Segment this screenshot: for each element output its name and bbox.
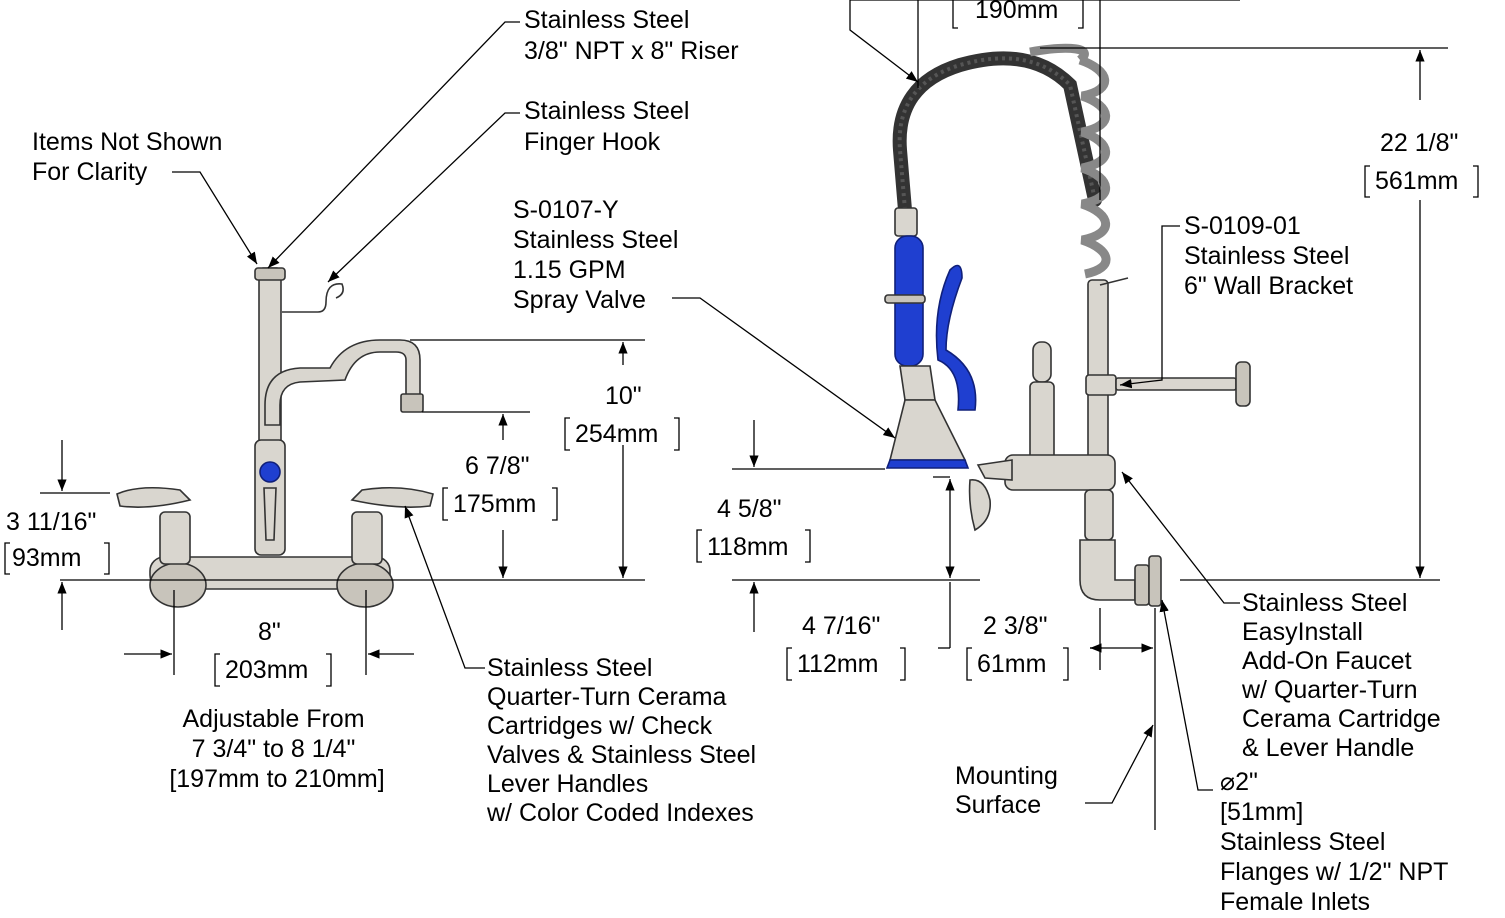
not-shown-label: Items Not Shown For Clarity xyxy=(32,128,229,186)
spray-head xyxy=(888,399,967,461)
mounting-surface-label: Mounting Surface xyxy=(955,762,1065,819)
dim-22-1-8-in: 22 1/8" xyxy=(1380,129,1458,157)
dim-22-1-8-mm: 561mm xyxy=(1375,167,1458,195)
flanges-label: [51mm] Stainless Steel Flanges w/ 1/2" N… xyxy=(1220,798,1455,916)
dim-2-3-8-in: 2 3/8" xyxy=(983,612,1047,640)
dim-4-5-8-in: 4 5/8" xyxy=(717,495,781,523)
dim-4-7-16-in: 4 7/16" xyxy=(802,612,880,640)
callout-labels: Stainless Steel 3/8" NPT x 8" Riser Stai… xyxy=(32,6,1455,916)
finger-hook-icon xyxy=(282,283,344,313)
hose-icon xyxy=(892,51,1102,217)
elbow-fitting xyxy=(1079,539,1136,601)
coil-spring-icon xyxy=(1029,43,1111,279)
cartridges-label: Stainless Steel Quarter-Turn Cerama Cart… xyxy=(486,654,763,827)
dim-8-in: 8" xyxy=(258,618,281,646)
add-on-lever xyxy=(968,479,992,532)
faucet-body xyxy=(149,556,391,590)
blue-index-icon xyxy=(259,461,281,483)
left-lever-handle xyxy=(116,486,192,508)
dim-top-mm: 190mm xyxy=(975,0,1058,24)
dimension-lines xyxy=(40,0,1448,830)
dim-10-in: 10" xyxy=(605,382,642,410)
dim-4-7-16-mm: 112mm xyxy=(797,650,879,678)
right-flange xyxy=(336,562,394,608)
add-on-handle xyxy=(1032,341,1052,383)
dim-10-mm: 254mm xyxy=(575,420,658,448)
dim-4-5-8-mm: 118mm xyxy=(707,533,789,561)
bracket-collar xyxy=(1085,374,1117,396)
leader-lines xyxy=(172,0,1240,804)
add-on-body xyxy=(1004,454,1116,491)
dim-6-7-8-mm: 175mm xyxy=(453,490,536,518)
right-faucet-illustration xyxy=(884,43,1251,607)
left-valve-stem xyxy=(159,511,191,565)
diameter-label: ⌀2" xyxy=(1220,768,1258,796)
aerator xyxy=(400,393,424,413)
finger-hook-label: Stainless Steel Finger Hook xyxy=(524,97,696,156)
wall-flange xyxy=(1148,555,1162,607)
swing-spout xyxy=(264,339,421,426)
spray-valve-label: S-0107-Y Stainless Steel 1.15 GPM Spray … xyxy=(513,196,685,314)
bracket-arm xyxy=(1115,377,1237,391)
dim-2-3-8-mm: 61mm xyxy=(977,650,1046,678)
dim-6-7-8-in: 6 7/8" xyxy=(465,452,529,480)
dimension-labels: 190mm 22 1/8" 561mm 10" 254mm 6 7/8" 175… xyxy=(4,0,1479,687)
dim-3-11-16-in: 3 11/16" xyxy=(6,508,96,536)
left-faucet-illustration xyxy=(116,267,434,608)
right-valve-stem xyxy=(351,511,383,565)
dim-8-mm: 203mm xyxy=(225,656,308,684)
riser-label: Stainless Steel 3/8" NPT x 8" Riser xyxy=(524,6,739,65)
diameter-symbol-icon: ⌀ xyxy=(1220,768,1235,796)
bracket-plate xyxy=(1235,361,1251,407)
dim-3-11-16-mm: 93mm xyxy=(12,544,81,572)
right-lever-handle xyxy=(350,486,434,508)
adjustable-label: Adjustable From 7 3/4" to 8 1/4" [197mm … xyxy=(169,705,384,793)
add-on-faucet-label: Stainless Steel EasyInstall Add-On Fauce… xyxy=(1241,589,1448,762)
left-flange xyxy=(149,562,207,608)
spray-valve-trigger xyxy=(935,264,977,411)
wall-bracket-label: S-0109-01 Stainless Steel 6" Wall Bracke… xyxy=(1184,212,1356,300)
